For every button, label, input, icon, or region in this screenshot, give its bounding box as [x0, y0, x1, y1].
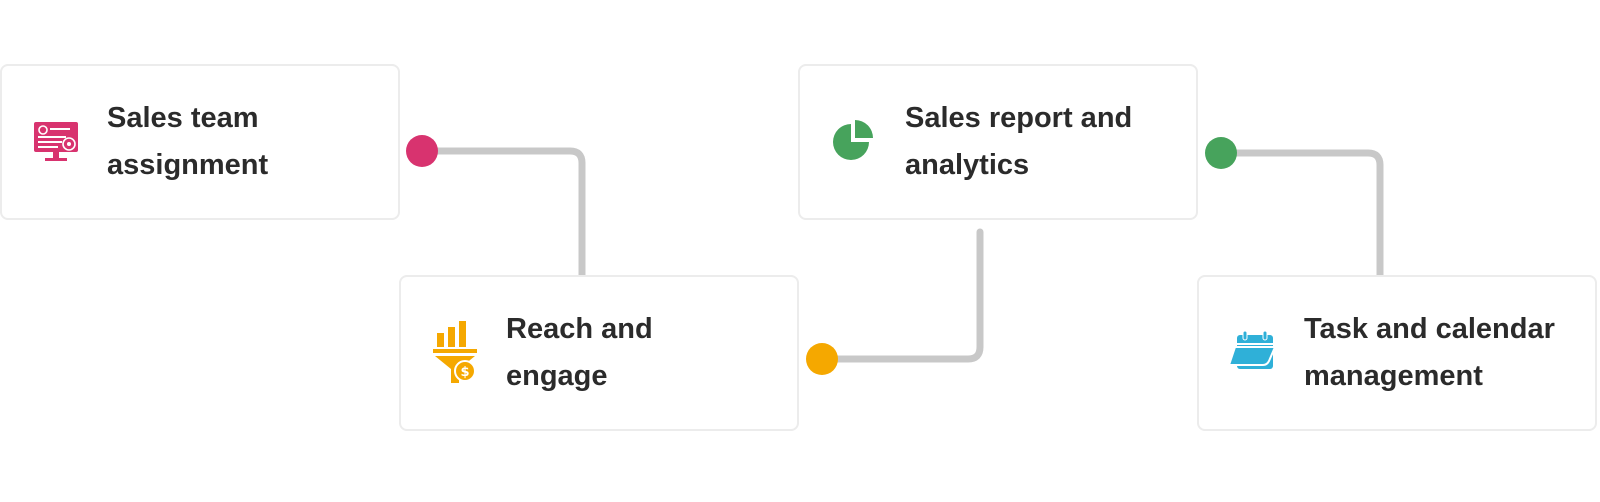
connector-step1-to-step2 — [418, 147, 586, 279]
connector-step3-to-step4 — [1217, 149, 1384, 279]
step-card-reach-and-engage: $ Reach and engage — [399, 275, 799, 431]
sales-funnel-icon: $ — [429, 321, 481, 383]
calendar-icon — [1227, 327, 1279, 379]
pie-chart-icon — [828, 116, 880, 168]
step-card-task-and-calendar-management: Task and calendar management — [1197, 275, 1597, 431]
step-card-sales-report-and-analytics: Sales report and analytics — [798, 64, 1198, 220]
svg-text:$: $ — [460, 365, 469, 380]
step-label: Task and calendar management — [1304, 313, 1555, 392]
step1-dot — [406, 135, 438, 167]
step-card-sales-team-assignment: Sales team assignment — [0, 64, 400, 220]
monitor-settings-icon — [30, 116, 82, 168]
step-label: Sales report and analytics — [905, 102, 1133, 181]
step2-dot — [806, 343, 838, 375]
step-label: Sales team assignment — [107, 102, 269, 181]
connector-step2-to-step3 — [818, 228, 984, 363]
step3-dot — [1205, 137, 1237, 169]
step-label: Reach and engage — [506, 313, 653, 392]
